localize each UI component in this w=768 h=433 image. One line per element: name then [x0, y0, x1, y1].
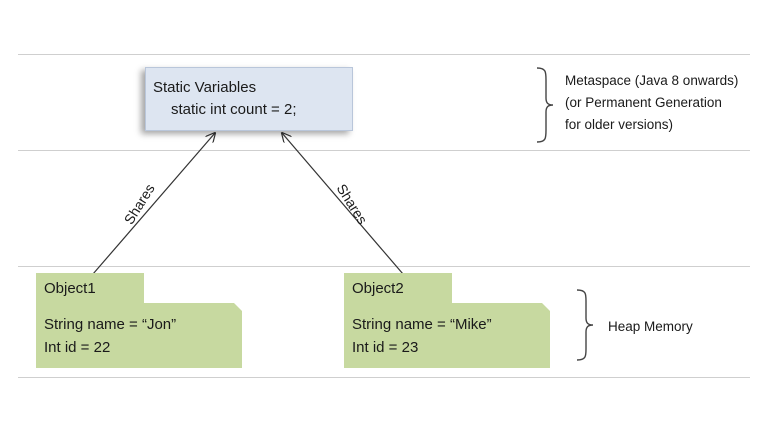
heap-memory-note: Heap Memory — [608, 319, 693, 334]
metaspace-note-line1: Metaspace (Java 8 onwards) — [565, 73, 739, 88]
heap-top-divider — [18, 266, 750, 267]
object1-field-name: String name = “Jon” — [44, 316, 177, 333]
object2-field-id: Int id = 23 — [352, 339, 419, 356]
object1-field-id: Int id = 22 — [44, 339, 111, 356]
metaspace-note: Metaspace (Java 8 onwards) (or Permanent… — [565, 70, 738, 136]
object1-name: Object1 — [44, 280, 96, 297]
metaspace-divider — [18, 150, 750, 151]
metaspace-note-line3: for older versions) — [565, 117, 674, 132]
object1-shape — [36, 273, 242, 368]
top-divider — [18, 54, 750, 55]
left-share-arrow — [92, 133, 215, 275]
metaspace-note-line2: (or Permanent Generation — [565, 95, 722, 110]
bottom-divider — [18, 377, 750, 378]
right-share-arrow — [282, 133, 404, 275]
object2-shape — [344, 273, 550, 368]
static-box-field: static int count = 2; — [171, 101, 297, 118]
static-box-title: Static Variables — [153, 79, 257, 96]
object2-name: Object2 — [352, 280, 404, 297]
heap-brace — [576, 289, 594, 361]
static-variables-box: Static Variables static int count = 2; — [145, 67, 353, 131]
object2-field-name: String name = “Mike” — [352, 316, 492, 333]
metaspace-brace — [536, 67, 554, 143]
